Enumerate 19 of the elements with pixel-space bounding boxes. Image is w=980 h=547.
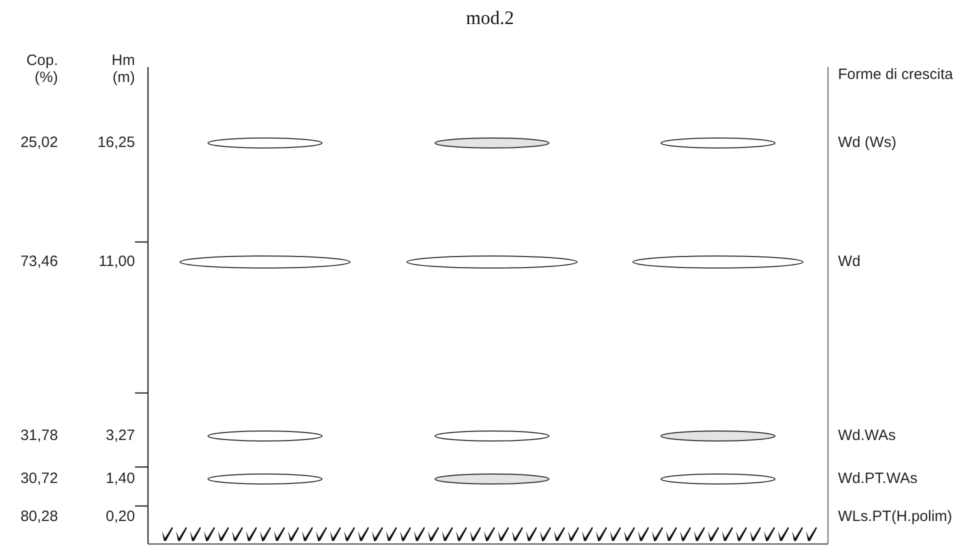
row-value: 1,40 — [104, 470, 135, 487]
row-value: Wd — [838, 253, 862, 270]
row-value: 73,46 — [19, 253, 58, 270]
row-value: Wd (Ws) — [838, 134, 898, 151]
column-header: Cop. (%) — [25, 52, 58, 86]
row-value: Wd.PT.WAs — [838, 470, 918, 487]
row-value: 25,02 — [19, 134, 58, 151]
column-header: Hm (m) — [110, 52, 135, 86]
chart-title: mod.2 — [464, 8, 516, 30]
column-header: Forme di crescita — [838, 66, 954, 83]
row-value: Wd.WAs — [838, 427, 897, 444]
row-value: WLs.PT(H.polim) — [838, 508, 954, 525]
row-value: 3,27 — [104, 427, 135, 444]
row-value: 0,20 — [104, 508, 135, 525]
row-value: 31,78 — [19, 427, 58, 444]
row-value: 16,25 — [96, 134, 135, 151]
row-value: 11,00 — [98, 253, 135, 270]
row-value: 30,72 — [19, 470, 58, 487]
row-value: 80,28 — [19, 508, 58, 525]
